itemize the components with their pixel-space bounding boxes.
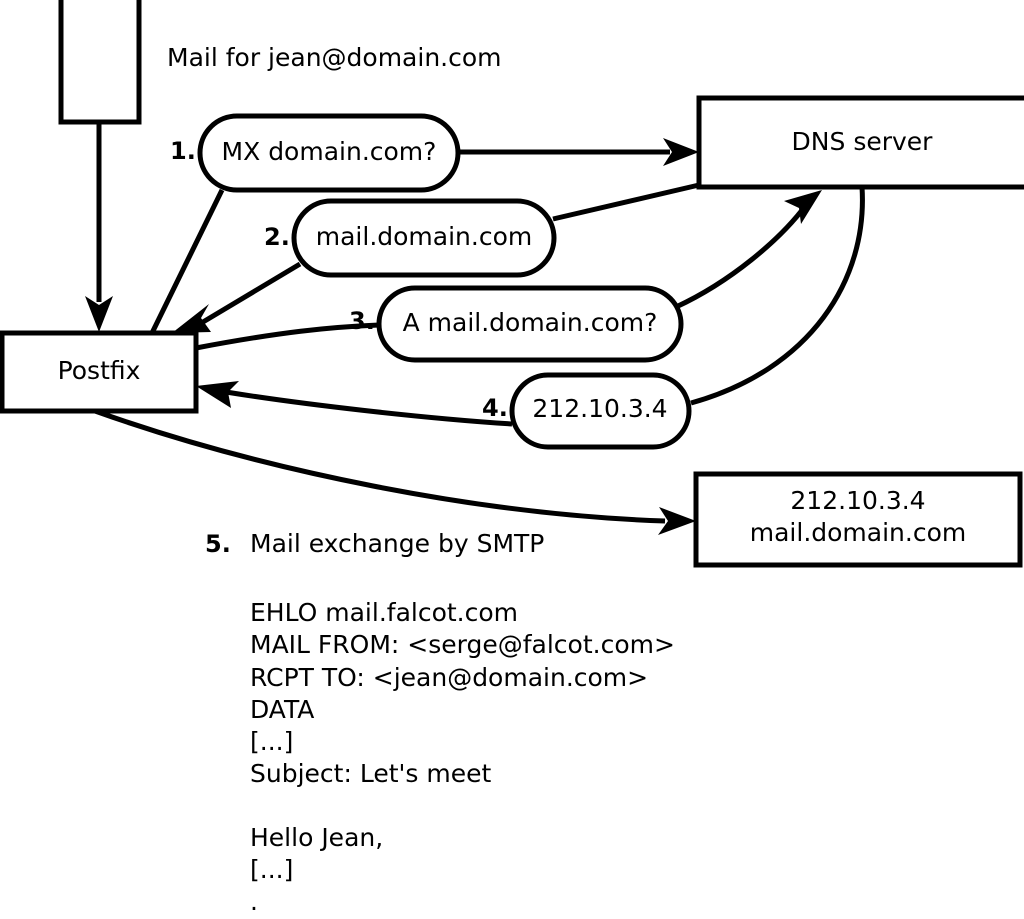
smtp-transcript: EHLO mail.falcot.com MAIL FROM: <serge@f… [250,598,675,916]
edge-client-to-postfix [85,122,113,332]
edge-step1-arrowhead [663,138,699,166]
destination-box-ip: 212.10.3.4 [790,486,925,515]
step-4-bubble-shape [509,372,692,450]
edge-step1-to-dns [457,138,699,166]
postfix-box [0,330,199,414]
step-4-bubble: 212.10.3.4 [509,372,692,450]
destination-box [693,471,1023,568]
step-3-bubble: A mail.domain.com? [376,285,684,363]
step-5-message: Mail exchange by SMTP [250,529,544,558]
edge-step2-to-postfix [172,182,700,333]
edge-postfix-to-step1 [149,188,225,335]
edge-postfix-to-step3-line [195,322,380,351]
destination-box-hostname: mail.domain.com [750,518,966,547]
step-2-bubble: mail.domain.com [291,198,557,278]
transcript-line-3: DATA [250,695,314,724]
client-box [58,0,142,125]
step-1-message: MX domain.com? [222,137,437,166]
edge-dns-to-step2-line [552,182,700,222]
edge-step4-dns-to-postfix [196,186,865,427]
postfix-box-label: Postfix [58,356,141,385]
edge-step2-to-postfix-line [201,261,302,325]
mail-for-label: Mail for jean@domain.com [167,43,502,72]
step-5-number: 5. [205,530,231,558]
transcript-line-7: Hello Jean, [250,823,383,852]
transcript-line-1: MAIL FROM: <serge@falcot.com> [250,630,675,659]
transcript-line-0: EHLO mail.falcot.com [250,598,518,627]
edge-step5-line [94,408,666,524]
dns-server-box-label: DNS server [792,127,934,156]
edge-step4-to-postfix-line [225,389,513,427]
transcript-line-2: RCPT TO: <jean@domain.com> [250,663,648,692]
step-4-number: 4. [482,394,508,422]
transcript-line-9: . [250,887,258,916]
edge-step4-arrowhead [196,381,239,408]
step-1-number: 1. [170,137,196,165]
step-2-bubble-shape [291,198,557,278]
edge-postfix-to-step1-line [149,188,225,335]
node-postfix: Postfix [0,330,199,414]
step-3-message: A mail.domain.com? [403,308,658,337]
node-client [58,0,142,125]
step-2-number: 2. [264,223,290,251]
step-2-message: mail.domain.com [316,222,532,251]
edge-step2-arrowhead [172,304,211,333]
edge-step5-arrowhead [658,507,696,535]
transcript-line-8: [...] [250,855,293,884]
step-4-message: 212.10.3.4 [532,394,667,423]
edge-dns-to-step4-line [690,186,865,406]
step-3-bubble-shape [376,285,684,363]
edge-client-to-postfix-arrowhead [85,296,113,332]
edge-step5-smtp [94,408,696,535]
edge-step3-to-dns-line [674,203,809,310]
step-1-bubble: MX domain.com? [197,113,461,193]
edge-step3-arrowhead [784,190,822,224]
step-1-bubble-shape [197,113,461,193]
edge-step3-postfix-to-dns [195,190,822,351]
node-destination-server: 212.10.3.4 mail.domain.com [693,471,1023,568]
step-3-number: 3. [349,307,375,335]
node-dns-server: DNS server [696,95,1024,190]
transcript-line-4: [...] [250,727,293,756]
dns-server-box [696,95,1024,190]
transcript-line-5: Subject: Let's meet [250,759,491,788]
